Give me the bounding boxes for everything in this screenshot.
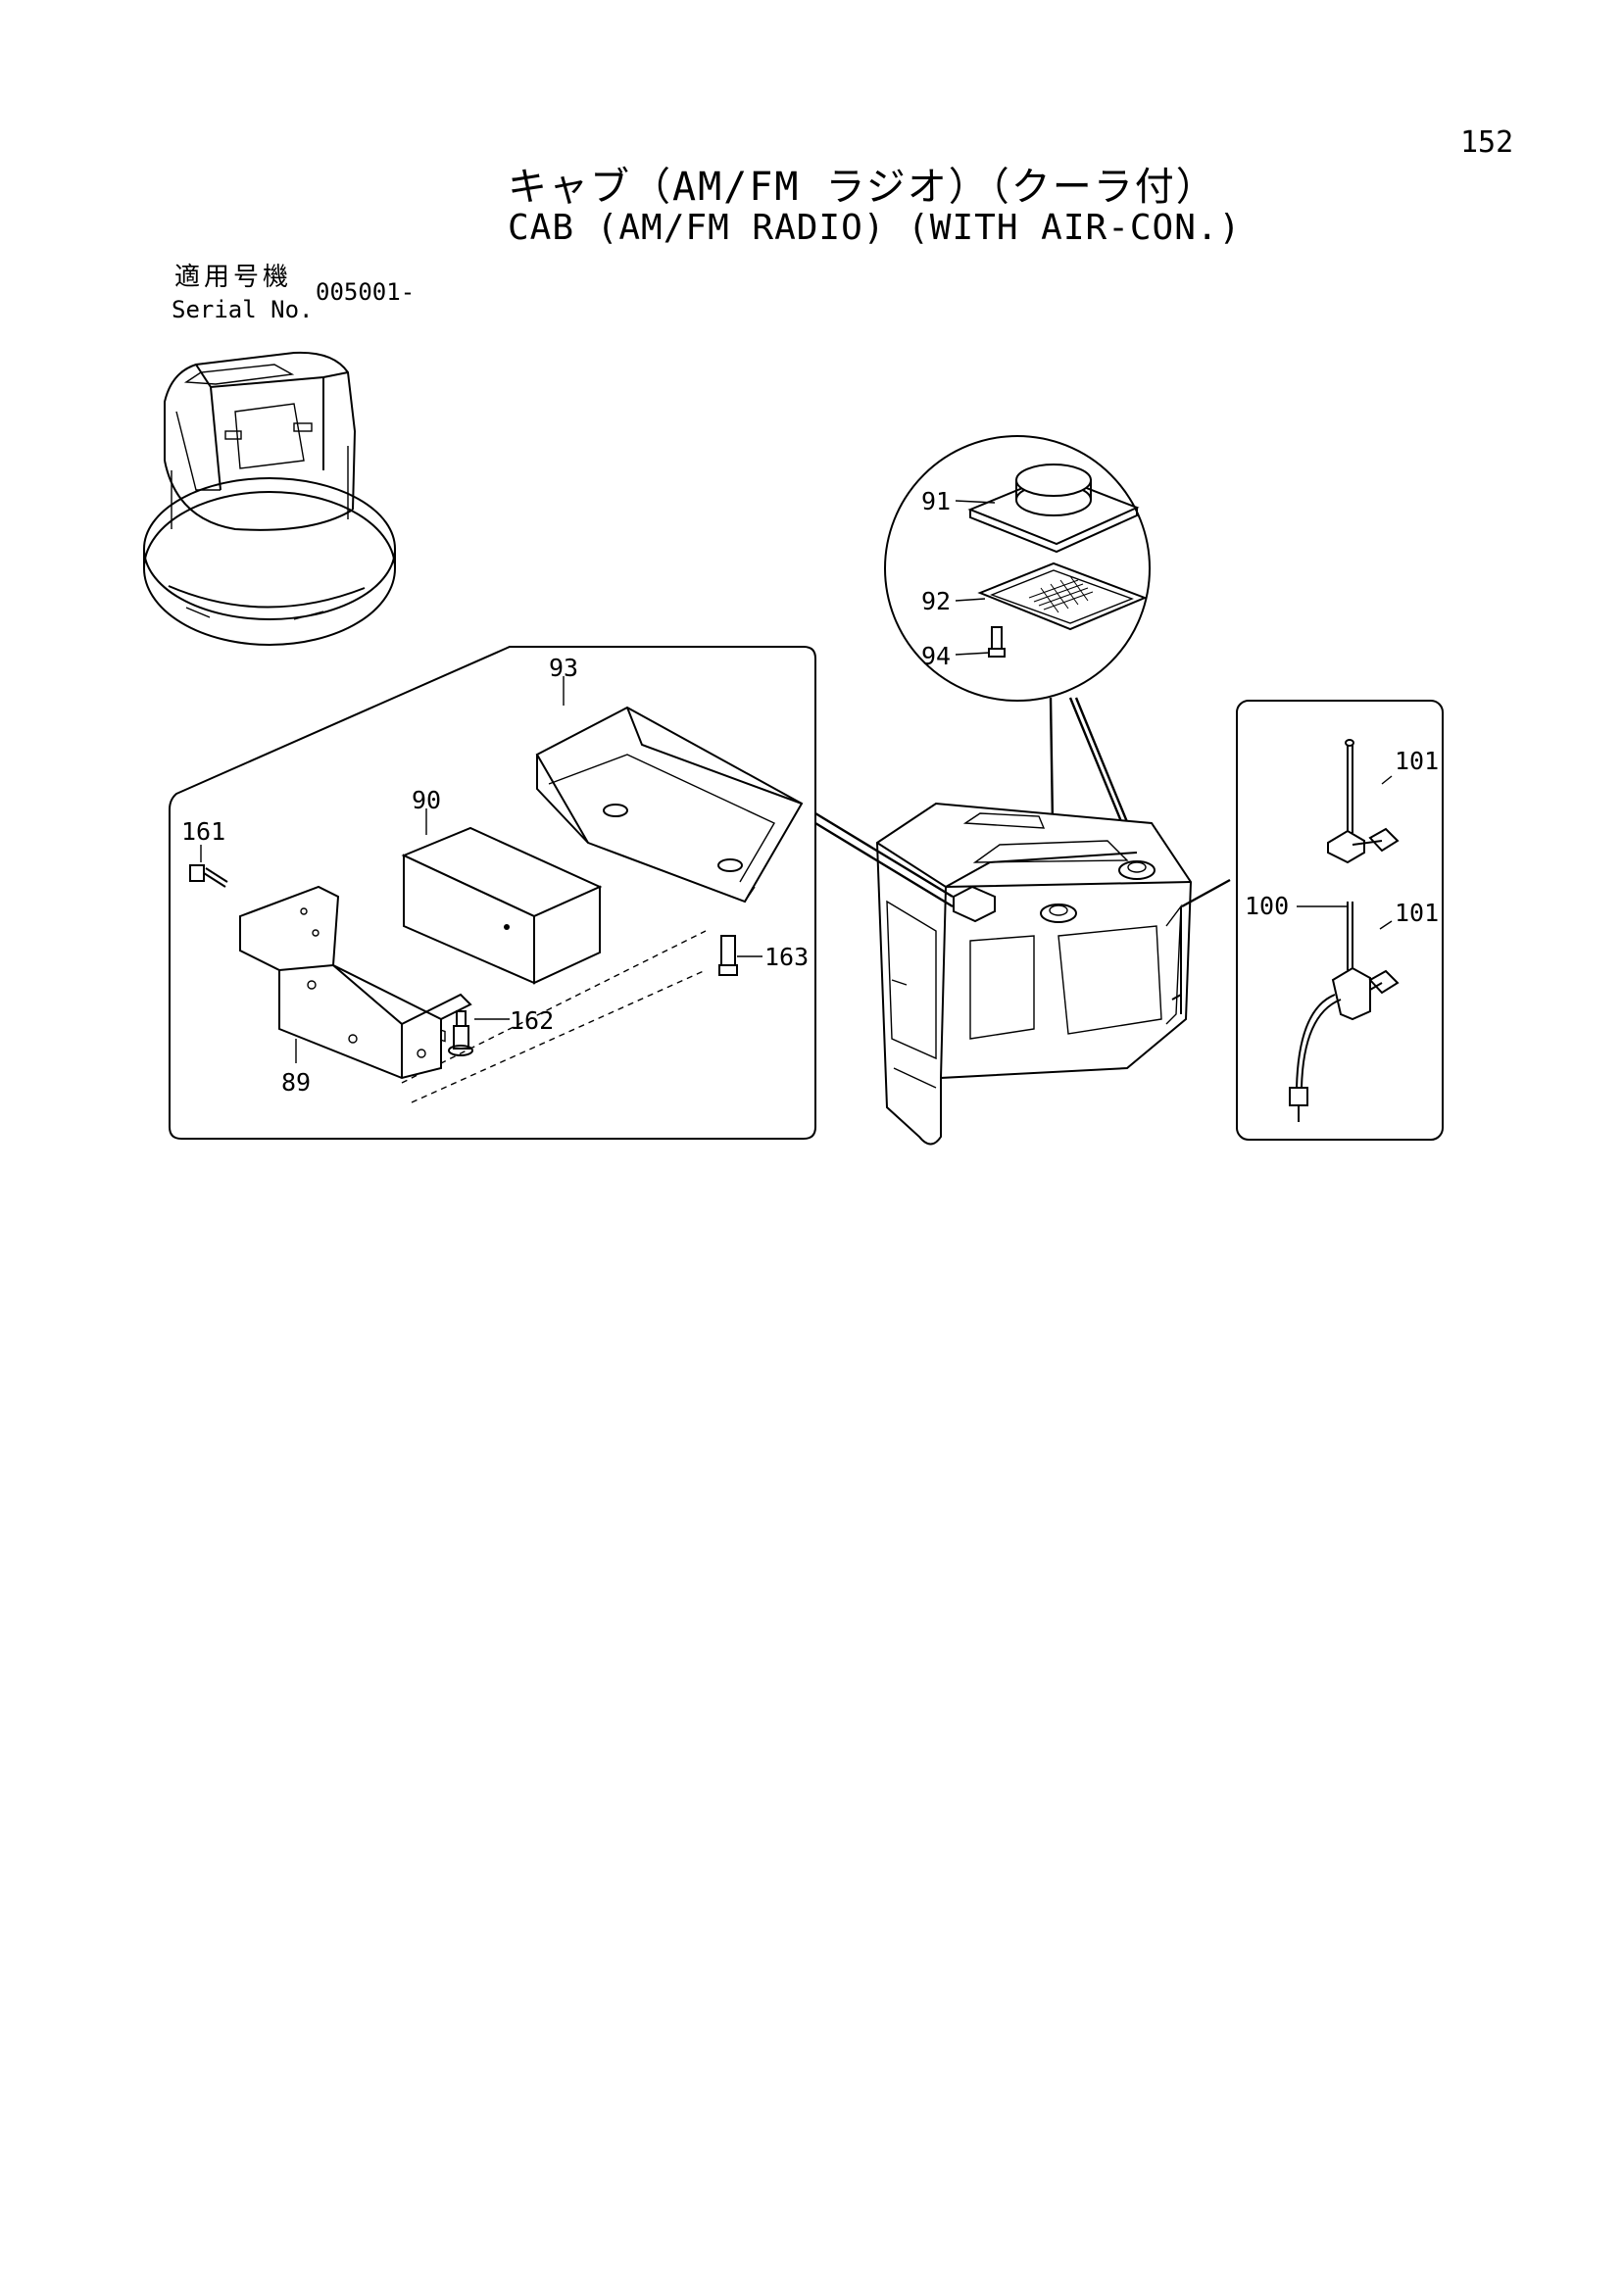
callout-101-lower: 101 xyxy=(1395,899,1439,927)
serial-label-japanese: 適用号機 xyxy=(174,263,293,292)
cab-main-illustration xyxy=(875,802,1193,1146)
callout-94: 94 xyxy=(921,642,951,670)
part-93-radio-cover xyxy=(535,706,804,904)
callout-101-upper: 101 xyxy=(1395,747,1439,775)
speaker-detail-circle xyxy=(884,435,1151,702)
antenna-detail-panel xyxy=(1236,700,1444,1141)
callout-92: 92 xyxy=(921,587,951,615)
part-163-bolt xyxy=(718,935,738,976)
page-number: 152 xyxy=(1460,125,1514,160)
callout-93: 93 xyxy=(549,654,578,682)
callout-100: 100 xyxy=(1245,892,1289,920)
part-90-radio-unit xyxy=(401,826,603,1043)
callout-89: 89 xyxy=(281,1068,311,1097)
callout-163: 163 xyxy=(764,943,809,971)
callout-90: 90 xyxy=(412,786,441,814)
title-english: CAB (AM/FM RADIO) (WITH AIR-CON.) xyxy=(508,208,1242,248)
callout-leader-lines xyxy=(200,500,1393,1063)
callout-162: 162 xyxy=(510,1006,554,1035)
part-161-bolt xyxy=(189,864,228,888)
part-89-mounting-bracket xyxy=(239,885,472,1080)
serial-number-value: 005001- xyxy=(316,278,416,306)
serial-label-english: Serial No. xyxy=(172,296,314,323)
radio-bracket-detail-panel xyxy=(169,646,816,1140)
machine-overview-illustration xyxy=(143,351,396,646)
title-japanese: キャブ（AM/FM ラジオ）（クーラ付） xyxy=(508,165,1217,210)
part-162-bolt xyxy=(448,1010,473,1056)
callout-161: 161 xyxy=(181,817,225,846)
callout-91: 91 xyxy=(921,487,951,515)
